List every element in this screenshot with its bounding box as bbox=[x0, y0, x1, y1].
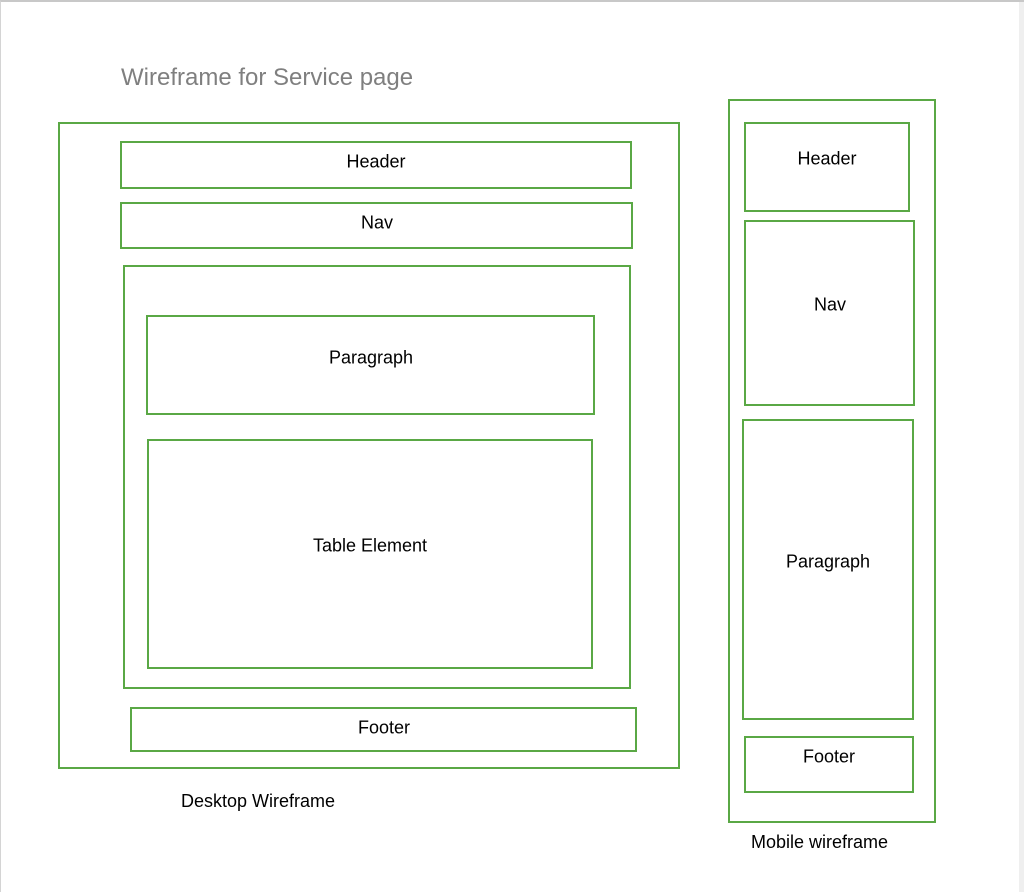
desktop-paragraph-label: Paragraph bbox=[328, 347, 414, 368]
desktop-header-box bbox=[120, 141, 632, 189]
desktop-header-label: Header bbox=[346, 151, 406, 172]
desktop-table-box bbox=[147, 439, 593, 669]
mobile-caption: Mobile wireframe bbox=[751, 832, 889, 852]
mobile-frame bbox=[728, 99, 936, 823]
mobile-paragraph-label: Paragraph bbox=[785, 551, 871, 572]
page-title: Wireframe for Service page bbox=[121, 64, 414, 91]
desktop-footer-label: Footer bbox=[357, 717, 411, 738]
desktop-frame bbox=[58, 122, 680, 769]
desktop-paragraph-box bbox=[146, 315, 595, 415]
mobile-header-box bbox=[744, 122, 910, 212]
page-edge bbox=[1019, 2, 1024, 892]
mobile-paragraph-box bbox=[742, 419, 914, 720]
mobile-nav-box bbox=[744, 220, 915, 406]
desktop-footer-box bbox=[130, 707, 637, 752]
mobile-header-label: Header bbox=[797, 148, 857, 169]
mobile-footer-label: Footer bbox=[802, 746, 856, 767]
desktop-nav-box bbox=[120, 202, 633, 249]
desktop-nav-label: Nav bbox=[360, 212, 394, 233]
mobile-footer-box bbox=[744, 736, 914, 793]
mobile-nav-label: Nav bbox=[813, 294, 847, 315]
desktop-caption: Desktop Wireframe bbox=[181, 791, 336, 811]
desktop-table-label: Table Element bbox=[312, 535, 428, 556]
desktop-main-box bbox=[123, 265, 631, 689]
